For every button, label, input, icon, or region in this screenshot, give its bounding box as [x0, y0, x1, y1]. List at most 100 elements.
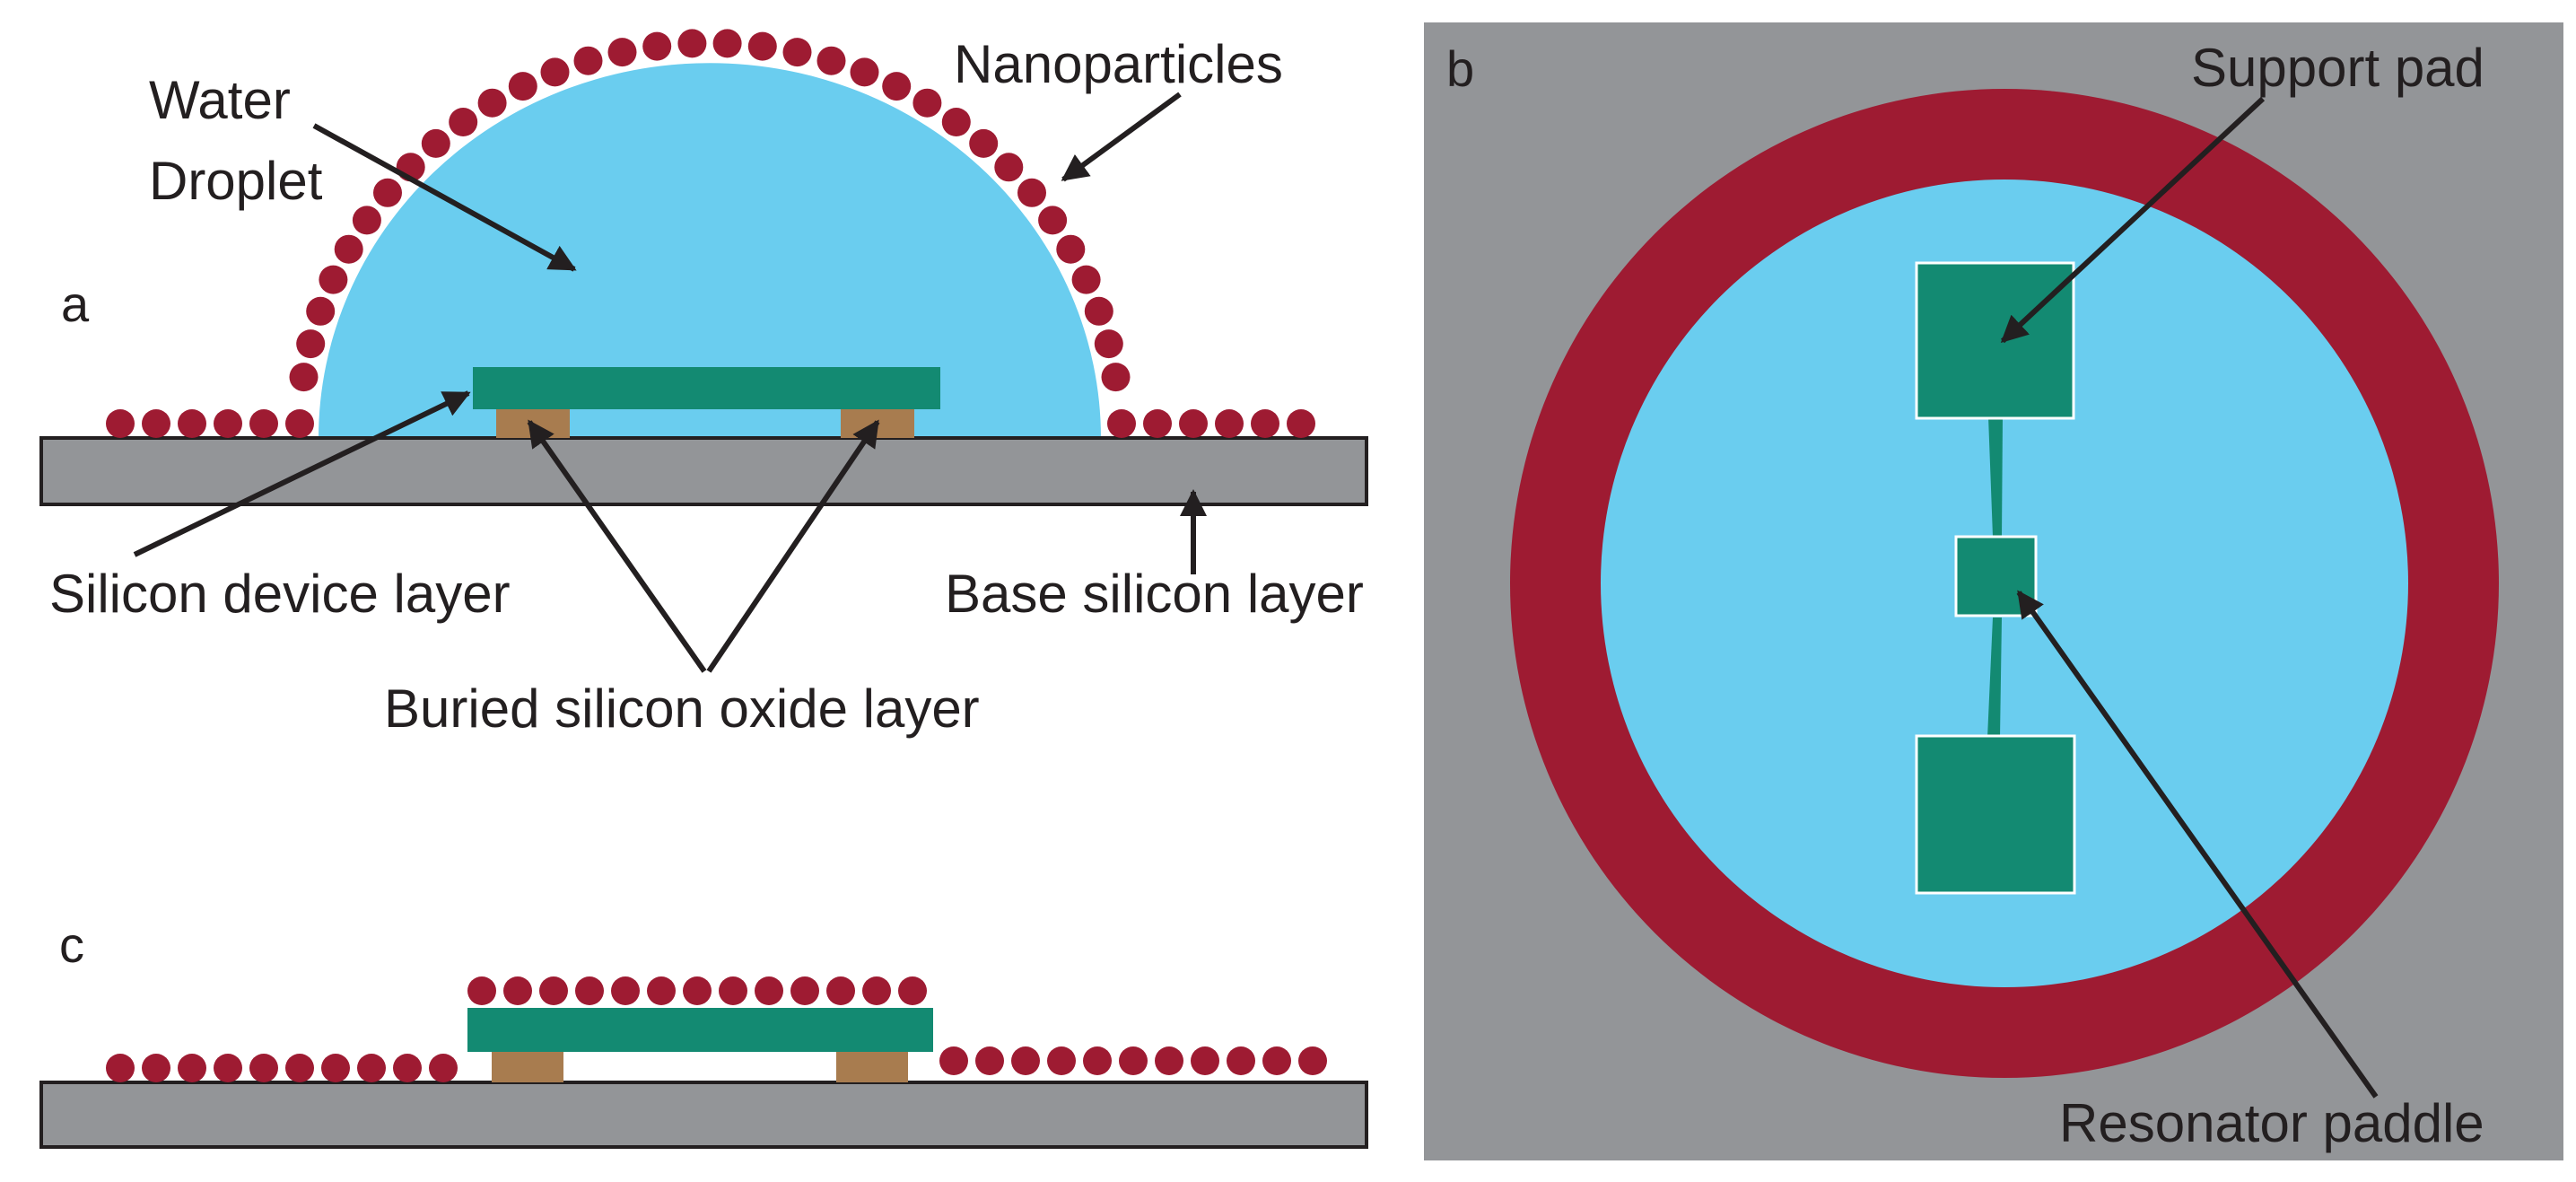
- nanoparticle: [393, 1054, 422, 1082]
- nanoparticles-label: Nanoparticles: [954, 34, 1283, 94]
- nanoparticle: [1191, 1046, 1219, 1075]
- nanoparticle: [1017, 178, 1046, 207]
- nanoparticle: [677, 29, 707, 58]
- nanoparticle: [1298, 1046, 1327, 1075]
- nanoparticle: [467, 976, 496, 1005]
- nanoparticle: [719, 976, 747, 1005]
- panel-a-letter: a: [61, 276, 90, 332]
- nanoparticle: [1084, 296, 1113, 326]
- nanoparticle: [1107, 409, 1136, 438]
- nanoparticle: [178, 409, 206, 438]
- nanoparticle: [1071, 265, 1101, 294]
- nanoparticle: [214, 1054, 242, 1082]
- panel-a: a Water Droplet Nanoparticles Silicon de…: [39, 29, 1368, 739]
- nanoparticle: [477, 88, 507, 118]
- nanoparticle: [1038, 206, 1068, 235]
- nanoparticle: [214, 409, 242, 438]
- water-label-line1: Water: [149, 70, 291, 130]
- base-silicon-layer-a: [39, 436, 1368, 506]
- panel-b-letter: b: [1446, 40, 1474, 97]
- nanoparticle: [106, 1054, 135, 1082]
- nanoparticle: [882, 72, 912, 101]
- base-silicon-layer-c: [39, 1081, 1368, 1149]
- nanoparticle: [306, 296, 336, 326]
- arrow-oxide-right: [706, 419, 880, 673]
- nanoparticle: [285, 409, 314, 438]
- silicon-device-layer-c: [467, 1008, 933, 1052]
- nanoparticle: [1155, 1046, 1183, 1075]
- water-droplet: [319, 63, 1101, 438]
- arrow-water-droplet: [312, 123, 577, 272]
- nanoparticle: [941, 108, 971, 136]
- nanoparticle: [1251, 409, 1279, 438]
- nanoparticle: [939, 1046, 968, 1075]
- nanoparticle: [1179, 409, 1208, 438]
- nanoparticle: [540, 57, 570, 87]
- nanoparticle: [178, 1054, 206, 1082]
- nanoparticles-c: [106, 976, 1327, 1082]
- base-layer-label: Base silicon layer: [945, 564, 1364, 624]
- nanoparticle: [1011, 1046, 1040, 1075]
- nanoparticle: [1083, 1046, 1112, 1075]
- nanoparticle: [1047, 1046, 1076, 1075]
- tether-lower: [1987, 617, 2002, 738]
- nanoparticle: [1056, 234, 1086, 264]
- nanoparticle: [321, 1054, 350, 1082]
- nanoparticle: [683, 976, 712, 1005]
- tether-upper: [1988, 416, 2003, 537]
- nanoparticle: [429, 1054, 458, 1082]
- nanoparticle: [357, 1054, 386, 1082]
- nanoparticle: [142, 1054, 170, 1082]
- arrow-oxide-left: [527, 419, 707, 673]
- arrow-support-pad: [2000, 96, 2266, 344]
- nanoparticle: [975, 1046, 1004, 1075]
- nanoparticle: [334, 234, 363, 264]
- nanoparticle: [647, 976, 676, 1005]
- nanoparticle: [106, 409, 135, 438]
- nanoparticle: [642, 31, 672, 61]
- nanoparticle: [755, 976, 783, 1005]
- nanoparticle: [712, 29, 742, 58]
- nanoparticle: [352, 206, 381, 235]
- nanoparticle: [1262, 1046, 1291, 1075]
- nanoparticle: [1143, 409, 1172, 438]
- support-pad-top: [1915, 261, 2075, 420]
- nanoparticle: [1227, 1046, 1255, 1075]
- nanoparticle: [898, 976, 927, 1005]
- water-label-line2: Droplet: [149, 151, 323, 211]
- arrow-resonator-paddle: [2016, 590, 2379, 1099]
- nanoparticle: [1119, 1046, 1148, 1075]
- nanoparticle: [607, 38, 637, 67]
- nanoparticle: [142, 409, 170, 438]
- nanoparticle: [289, 363, 319, 392]
- nanoparticle: [319, 265, 348, 294]
- panel-c: c: [39, 916, 1368, 1149]
- nanoparticle: [1215, 409, 1244, 438]
- nanoparticle: [994, 153, 1024, 182]
- nanoparticle: [1287, 409, 1315, 438]
- nanoparticle: [816, 46, 846, 75]
- nanoparticle: [421, 128, 450, 158]
- nanoparticle: [373, 178, 402, 207]
- nanoparticle: [296, 329, 326, 359]
- nanoparticle: [508, 72, 537, 101]
- silicon-device-layer-a: [473, 367, 940, 409]
- nanoparticle: [862, 976, 891, 1005]
- nanoparticle: [913, 88, 942, 118]
- oxide-support-left-c: [492, 1052, 563, 1082]
- support-pad-label: Support pad: [2191, 38, 2484, 98]
- arrow-device-layer: [133, 390, 471, 557]
- nanoparticle: [449, 108, 478, 136]
- oxide-support-right-c: [836, 1052, 908, 1082]
- support-pad-bottom: [1915, 734, 2076, 895]
- nanoparticle: [747, 31, 777, 61]
- nanoparticle: [285, 1054, 314, 1082]
- nanoparticle: [575, 976, 604, 1005]
- resonator-label: Resonator paddle: [2059, 1093, 2484, 1153]
- panel-c-letter: c: [59, 916, 84, 973]
- arrow-nanoparticles: [1061, 92, 1182, 182]
- nanoparticle: [790, 976, 819, 1005]
- device-layer-label: Silicon device layer: [49, 564, 511, 624]
- nanoparticles-a: [106, 29, 1315, 438]
- nanoparticle: [782, 38, 812, 67]
